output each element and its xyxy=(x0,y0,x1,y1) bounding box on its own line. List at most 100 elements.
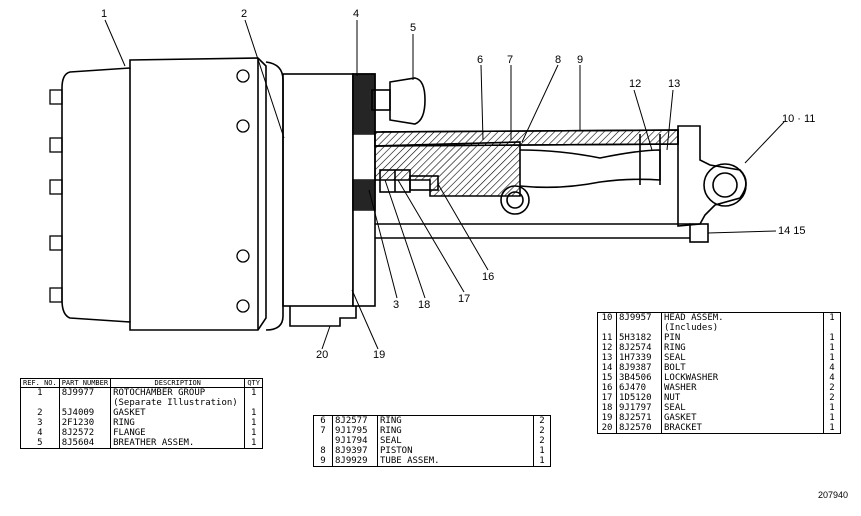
ref-no-cell: 13 xyxy=(597,353,617,363)
ref-no-cell: 2 xyxy=(20,408,60,418)
ref-no-cell: 4 xyxy=(20,428,60,438)
bracket xyxy=(289,306,357,327)
ref-no-cell: 15 xyxy=(597,373,617,383)
callout-20: 20 xyxy=(316,349,328,361)
callout-14-15: 14 15 xyxy=(778,225,806,237)
callout-2: 2 xyxy=(241,8,247,20)
piston-nut xyxy=(379,169,439,193)
table-row: (Includes) xyxy=(597,323,841,333)
callout-16: 16 xyxy=(482,271,494,283)
callout-3: 3 xyxy=(393,299,399,311)
part-number-cell: 9J1794 xyxy=(332,436,378,446)
qty-cell: 1 xyxy=(244,428,263,438)
description-cell: TUBE ASSEM. xyxy=(377,456,534,467)
callout-4: 4 xyxy=(353,8,359,20)
description-cell: PIN xyxy=(661,333,824,343)
callout-1: 1 xyxy=(101,8,107,20)
ref-no-cell xyxy=(597,323,617,333)
qty-cell: 4 xyxy=(823,363,841,373)
ref-no-cell: 11 xyxy=(597,333,617,343)
description-cell: RING xyxy=(661,343,824,353)
part-number-cell xyxy=(58,398,112,408)
description-cell: RING xyxy=(377,415,534,426)
part-number-cell: 3B4506 xyxy=(616,373,662,383)
description-cell: ROTOCHAMBER GROUP xyxy=(110,387,246,398)
qty-cell xyxy=(823,323,841,333)
callout-10-11: 10 · 11 xyxy=(782,113,815,125)
ref-no-cell: 20 xyxy=(597,423,617,434)
qty-cell: 1 xyxy=(533,446,551,456)
figure-number: 207940 xyxy=(818,490,849,500)
qty-cell: 1 xyxy=(823,333,841,343)
description-cell: RING xyxy=(110,418,246,428)
callout-18: 18 xyxy=(418,299,430,311)
qty-cell: 1 xyxy=(823,312,841,323)
part-number-cell: 8J9977 xyxy=(58,387,112,398)
part-number-cell: 8J9397 xyxy=(332,446,378,456)
part-number-cell: 8J9957 xyxy=(616,312,662,323)
rotochamber-body xyxy=(61,57,267,331)
leader-lines xyxy=(104,19,785,350)
ref-no-cell: 9 xyxy=(313,456,333,467)
description-cell: GASKET xyxy=(110,408,246,418)
part-number-cell: 8J2570 xyxy=(616,423,662,434)
part-number-cell: 8J2571 xyxy=(616,413,662,423)
description-cell: LOCKWASHER xyxy=(661,373,824,383)
ref-no-cell: 14 xyxy=(597,363,617,373)
ref-no-cell: 16 xyxy=(597,383,617,393)
callout-8: 8 xyxy=(555,54,561,66)
header-qty: QTY xyxy=(244,378,263,388)
qty-cell: 1 xyxy=(244,387,263,398)
ref-no-cell: 6 xyxy=(313,415,333,426)
description-cell: GASKET xyxy=(661,413,824,423)
part-number-cell: 8J9929 xyxy=(332,456,378,467)
ref-no-cell: 18 xyxy=(597,403,617,413)
part-number-cell: 2F1230 xyxy=(58,418,112,428)
description-cell: (Separate Illustration) xyxy=(110,398,246,408)
callout-13: 13 xyxy=(668,78,680,90)
qty-cell: 1 xyxy=(823,353,841,363)
description-cell: SEAL xyxy=(377,436,534,446)
qty-cell: 2 xyxy=(533,415,551,426)
clamp-ring xyxy=(265,61,354,331)
description-cell: PISTON xyxy=(377,446,534,456)
qty-cell: 2 xyxy=(533,436,551,446)
part-number-cell: 5H3182 xyxy=(616,333,662,343)
callout-9: 9 xyxy=(577,54,583,66)
header-description: DESCRIPTION xyxy=(110,378,246,388)
part-number-cell: 5J4009 xyxy=(58,408,112,418)
qty-cell: 2 xyxy=(533,426,551,436)
ref-no-cell: 7 xyxy=(313,426,333,436)
part-number-cell: 8J5604 xyxy=(58,438,112,449)
header-ref-no: REF. NO. xyxy=(20,378,60,388)
description-cell: SEAL xyxy=(661,353,824,363)
rotochamber-bolts xyxy=(49,69,250,313)
callout-12: 12 xyxy=(629,78,641,90)
qty-cell: 1 xyxy=(533,456,551,467)
part-number-cell xyxy=(616,323,662,333)
part-number-cell: 1D5120 xyxy=(616,393,662,403)
qty-cell: 1 xyxy=(823,343,841,353)
description-cell: (Includes) xyxy=(661,323,824,333)
qty-cell: 1 xyxy=(823,423,841,434)
qty-cell: 1 xyxy=(244,418,263,428)
